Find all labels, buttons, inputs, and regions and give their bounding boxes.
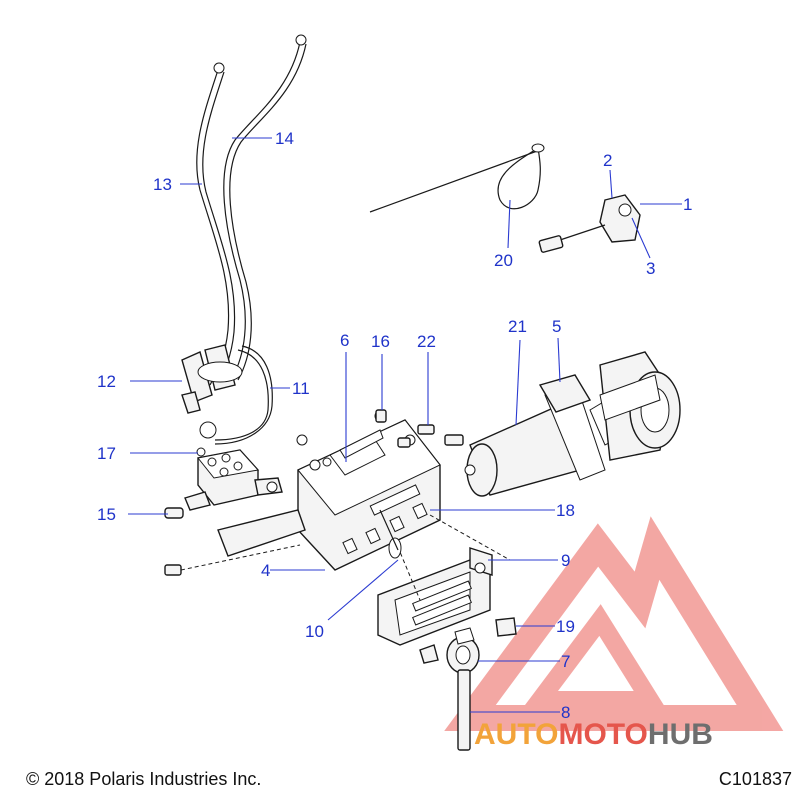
callout-4: 4	[261, 561, 270, 580]
watermark-moto: MOTO	[558, 718, 648, 751]
callout-19: 19	[556, 617, 575, 636]
callout-6: 6	[340, 331, 349, 350]
callout-20: 20	[494, 251, 513, 270]
watermark-hub: HUB	[647, 718, 713, 751]
callout-17: 17	[97, 444, 116, 463]
callout-11: 11	[292, 379, 310, 398]
callout-12: 12	[97, 372, 116, 391]
callout-10: 10	[305, 622, 324, 641]
callout-labels: 1 2 3 4 5 6 7 8 9 10 11 12 13 14 15 16 1…	[97, 129, 692, 722]
callout-21: 21	[508, 317, 527, 336]
leader-lines	[128, 137, 682, 713]
callout-22: 22	[417, 332, 436, 351]
callout-3: 3	[646, 259, 655, 278]
callout-5: 5	[552, 317, 561, 336]
mounting-bolts	[164, 409, 464, 576]
callout-13: 13	[153, 175, 172, 194]
solenoid-box	[164, 447, 283, 519]
fairlead	[377, 514, 511, 646]
cable-tie	[369, 143, 545, 213]
callout-7: 7	[561, 652, 570, 671]
callout-18: 18	[556, 501, 575, 520]
winch-switch	[538, 194, 641, 253]
watermark-wordmark: AUTOMOTOHUB	[474, 718, 713, 752]
callout-2: 2	[603, 151, 612, 170]
clevis-hook	[419, 617, 517, 751]
watermark-auto: AUTO	[474, 718, 559, 751]
winch-assembly	[464, 351, 681, 497]
callout-15: 15	[97, 505, 116, 524]
lower-harness	[181, 344, 273, 445]
copyright-notice: © 2018 Polaris Industries Inc.	[26, 769, 262, 789]
watermark-logo	[444, 516, 784, 731]
hook-strap	[379, 509, 402, 559]
callout-16: 16	[371, 332, 390, 351]
diagram-id: C101837	[718, 769, 792, 789]
callout-8: 8	[561, 703, 570, 722]
callout-1: 1	[683, 195, 692, 214]
battery-cables	[196, 34, 307, 388]
callout-9: 9	[561, 551, 570, 570]
callout-14: 14	[275, 129, 294, 148]
